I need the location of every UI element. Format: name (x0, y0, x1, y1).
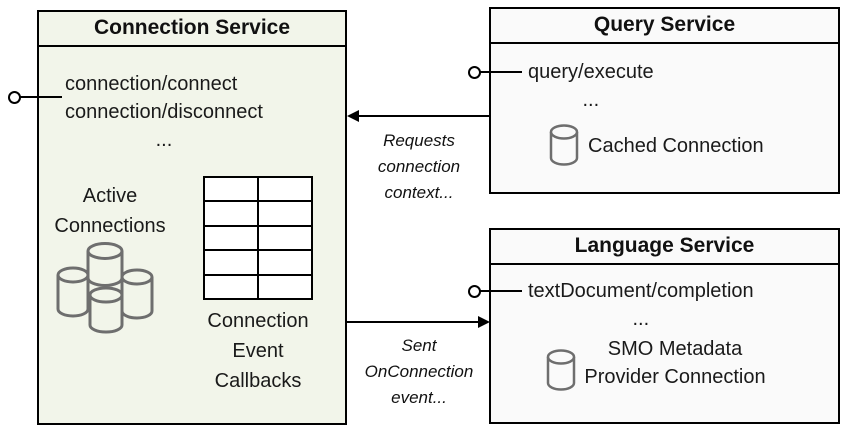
query-service-box: Query Service query/execute ... Cached C… (489, 7, 840, 194)
connection-interface-line (15, 96, 62, 98)
connection-service-box: Connection Service connection/connect co… (37, 10, 347, 425)
method-connection-connect: connection/connect (65, 73, 238, 95)
query-service-title: Query Service (491, 9, 838, 44)
connection-lollipop-interface-icon (8, 91, 21, 104)
callbacks-label: Connection Event Callbacks (207, 310, 309, 392)
active-connections-label: Active Connections (54, 185, 166, 237)
on-connection-arrowhead-icon (478, 316, 490, 328)
database-cluster-icon (56, 242, 154, 334)
query-interface-line (474, 71, 522, 73)
language-lollipop-interface-icon (468, 285, 481, 298)
connection-service-methods: connection/connect connection/disconnect… (65, 70, 263, 154)
database-cylinder-icon (546, 349, 576, 391)
method-connection-disconnect: connection/disconnect (65, 101, 263, 123)
table-grid-icon (203, 176, 313, 300)
methods-ellipsis: ... (582, 89, 600, 111)
cached-connection-label: Cached Connection (588, 135, 764, 157)
language-service-box: Language Service textDocument/completion… (489, 228, 840, 424)
method-query-execute: query/execute (528, 61, 654, 83)
on-connection-label: Sent OnConnection event... (364, 336, 474, 407)
connection-service-title: Connection Service (39, 12, 345, 47)
requests-context-arrow-line (357, 115, 489, 117)
requests-context-arrowhead-icon (347, 110, 359, 122)
methods-ellipsis: ... (155, 129, 173, 151)
language-service-title: Language Service (491, 230, 838, 265)
database-cylinder-icon (549, 124, 579, 166)
query-service-methods: query/execute ... (528, 58, 654, 114)
query-lollipop-interface-icon (468, 66, 481, 79)
requests-context-label: Requests connection context... (377, 131, 461, 202)
language-interface-line (474, 290, 522, 292)
method-textdocument-completion: textDocument/completion (528, 280, 754, 302)
methods-ellipsis: ... (632, 308, 650, 330)
language-service-methods: textDocument/completion ... (528, 277, 754, 333)
on-connection-arrow-line (347, 321, 478, 323)
smo-metadata-connection-label: SMO Metadata Provider Connection (584, 338, 766, 388)
